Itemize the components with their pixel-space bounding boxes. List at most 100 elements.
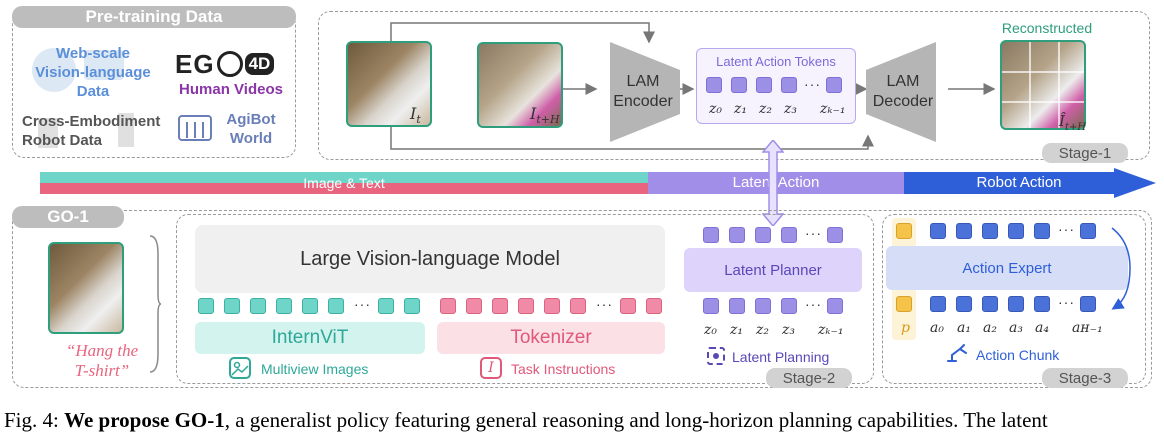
a-label-0: a₀ — [930, 320, 944, 336]
phase-label-image-text: Image & Text — [303, 175, 385, 191]
latent-planner-box: Latent Planner — [684, 248, 862, 292]
text-token — [646, 298, 662, 314]
a-label-2: a₂ — [983, 320, 997, 336]
phase-bar-image-text: Image & Text — [40, 172, 648, 194]
a-label-1: a₁ — [957, 320, 971, 336]
action-in-token — [982, 296, 998, 312]
latent-double-arrow — [762, 140, 784, 226]
action-out-token — [1080, 223, 1096, 239]
a-label-3: a₃ — [1009, 320, 1023, 336]
go1-panel — [12, 210, 1152, 388]
p-label: p — [901, 320, 910, 336]
text-token — [492, 298, 508, 314]
action-chunk-label: Action Chunk — [976, 347, 1060, 363]
z-label-3: z₃ — [782, 322, 795, 338]
action-in-token — [1034, 296, 1050, 312]
z-label-1: z₁ — [730, 322, 743, 338]
latent-planning-icon — [707, 347, 725, 365]
multiview-images-label: Multiview Images — [261, 361, 369, 377]
internvit-label: InternViT — [271, 327, 349, 348]
frame-t-image — [346, 41, 432, 127]
action-out-token — [1034, 223, 1050, 239]
planner-out-token — [755, 227, 771, 243]
planner-in-token — [729, 298, 745, 314]
stage2-panel — [176, 214, 874, 384]
stage3-label: Stage-3 — [1042, 368, 1128, 388]
text-token — [544, 298, 560, 314]
lvlm-label: Large Vision-language Model — [300, 247, 560, 270]
action-in-token — [930, 296, 946, 312]
vision-token — [198, 298, 214, 314]
vision-token — [404, 298, 420, 314]
robot-arm-icon — [946, 343, 970, 363]
action-expert-box: Action Expert — [886, 246, 1128, 290]
a-label-h-1: aʜ₋₁ — [1072, 320, 1103, 336]
action-loop-arrow — [1111, 227, 1131, 310]
token-z3 — [781, 77, 797, 93]
ego-globe-icon — [216, 51, 243, 77]
frame-t-plus-h-label: It+H — [530, 104, 560, 127]
action-in-ellipsis: ··· — [1058, 294, 1075, 310]
lam-encoder-label: LAM Encoder — [613, 73, 673, 110]
action-out-token — [1008, 223, 1024, 239]
lvlm-box: Large Vision-language Model — [195, 225, 665, 293]
human-videos-label: Human Videos — [179, 81, 283, 98]
text-token — [466, 298, 482, 314]
z-label-k-1: zₖ₋₁ — [820, 101, 846, 117]
planner-in-token — [827, 298, 843, 314]
latent-planning-label: Latent Planning — [732, 349, 830, 365]
reconstructed-frame-label: Ît+H — [1059, 112, 1087, 133]
action-in-token — [1080, 296, 1096, 312]
z-label-k-1: zₖ₋₁ — [818, 322, 844, 338]
z-label-3: z₃ — [784, 101, 797, 117]
stage3-a-labels: p a₀ a₁ a₂ a₃ a₄ aʜ₋₁ — [886, 320, 1126, 338]
planner-in-token — [781, 298, 797, 314]
phase-label-robot-action: Robot Action — [976, 174, 1062, 191]
latent-action-tokens-title: Latent Action Tokens — [716, 54, 836, 69]
go1-bracket — [149, 235, 162, 373]
planner-out-token — [827, 227, 843, 243]
vision-token — [378, 298, 394, 314]
multiview-images-icon — [229, 357, 251, 379]
lam-decoder-label: LAM Decoder — [872, 73, 934, 110]
pretraining-title: Pre-training Data — [12, 6, 296, 28]
vision-token-ellipsis: ··· — [354, 296, 371, 312]
planner-in-ellipsis: ··· — [805, 296, 822, 312]
stage1-z-labels: z₀ z₁ z₂ z₃ zₖ₋₁ — [700, 101, 860, 119]
tokenizer-box: Tokenizer — [437, 322, 665, 354]
reconstructed-label: Reconstructed — [1001, 20, 1093, 36]
latent-planner-label: Latent Planner — [724, 261, 822, 279]
text-token — [440, 298, 456, 314]
task-instructions-label: Task Instructions — [511, 361, 616, 377]
planner-in-token — [755, 298, 771, 314]
action-expert-label: Action Expert — [962, 259, 1052, 277]
agibot-colosseum-icon — [178, 112, 212, 142]
action-out-ellipsis: ··· — [1058, 221, 1075, 237]
tokenizer-label: Tokenizer — [510, 327, 592, 348]
robot-arm-icon — [28, 108, 158, 152]
vision-token — [328, 298, 344, 314]
agibot-label: AgiBot World — [226, 111, 276, 147]
planner-out-token — [703, 227, 719, 243]
z-label-0: z₀ — [709, 101, 722, 117]
caption-prefix: Fig. 4: — [4, 408, 65, 432]
task-instructions-icon: I — [480, 357, 502, 379]
planner-out-ellipsis: ··· — [805, 225, 822, 241]
ego-logo-text: EG — [175, 48, 215, 79]
token-z0 — [706, 77, 722, 93]
ego4d-logo: EG 4D — [175, 48, 287, 79]
frame-t-plus-h-image — [477, 42, 563, 128]
planner-out-token — [729, 227, 745, 243]
text-token — [620, 298, 636, 314]
text-token-ellipsis: ··· — [596, 296, 613, 312]
a-label-4: a₄ — [1035, 320, 1049, 336]
token-zk-1 — [826, 77, 842, 93]
cross-embodiment-label: Cross-Embodiment Robot Data — [22, 113, 161, 149]
caption-bold: We propose GO-1 — [64, 408, 225, 432]
frame-t-label: It — [410, 104, 421, 127]
stage3-panel — [882, 214, 1146, 384]
web-scale-label: Web-scale Vision-language Data — [35, 45, 151, 100]
stage1-label: Stage-1 — [1042, 143, 1128, 163]
text-token — [570, 298, 586, 314]
phase-bar-robot-action: Robot Action — [904, 168, 1156, 198]
